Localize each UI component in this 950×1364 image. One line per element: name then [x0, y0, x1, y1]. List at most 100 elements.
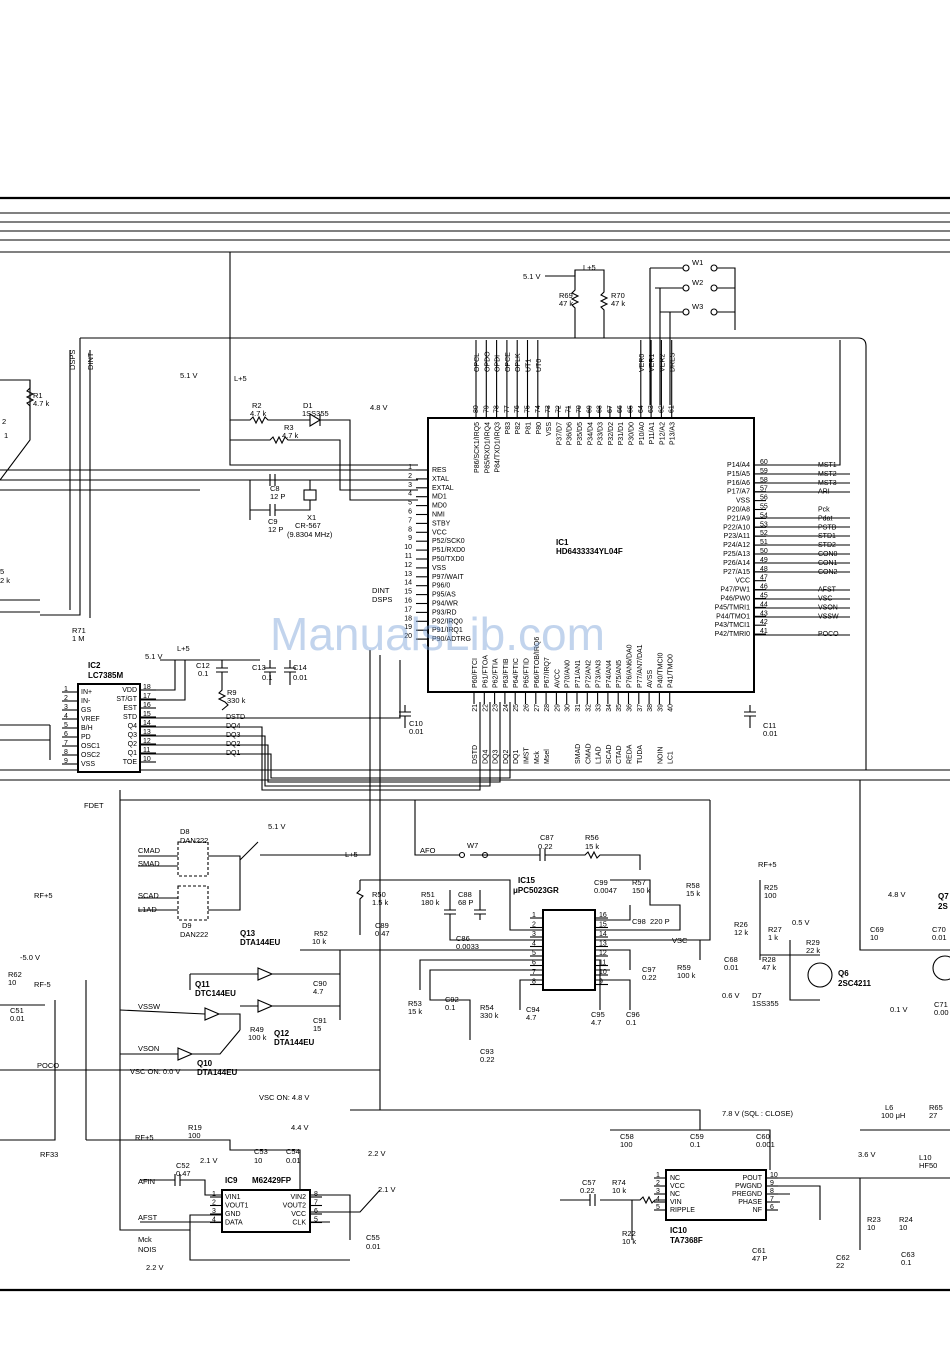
net-label: DQ2	[503, 750, 510, 765]
ic10-pin-number: 1	[656, 1172, 660, 1179]
ic15-body	[542, 909, 596, 991]
ic1-pin-number: 3	[408, 482, 412, 489]
ic9-pin-name: VIN1	[225, 1194, 241, 1201]
ic2-pin-name: OSC2	[81, 752, 100, 759]
ic2-pin-name: Q2	[128, 741, 137, 748]
net-label: LC1	[668, 751, 675, 764]
ic2-pin-name: VDD	[122, 687, 137, 694]
label: 100	[764, 891, 777, 900]
label: C87	[540, 833, 554, 842]
ic1-pin-number: 46	[760, 584, 768, 591]
ic1-pin-name: P42/TMRI0	[715, 631, 751, 638]
ic1-pin-number: 40	[668, 704, 675, 712]
label: C86	[456, 934, 470, 943]
ic2-pin-name: ST/GT	[116, 696, 137, 703]
label: W3	[692, 302, 703, 311]
net-label: Pck	[818, 507, 830, 514]
ic1-pin-name: P67/IRQ7	[544, 657, 551, 688]
label: C92	[445, 995, 459, 1004]
label: DSPS	[68, 350, 77, 370]
label: R56	[585, 833, 599, 842]
ic1-pin-number: 10	[404, 544, 412, 551]
net-label: TUDA	[637, 745, 644, 764]
label: 330 k	[480, 1011, 499, 1020]
ic2-pin-number: 5	[64, 722, 68, 729]
label: NOIS	[138, 1245, 156, 1254]
label: 0.01	[293, 673, 308, 682]
label: 12 P	[270, 492, 285, 501]
label: 2.1 V	[200, 1156, 218, 1165]
ic1-pin-name: P13/A3	[670, 422, 677, 445]
net-label: PSTB	[818, 524, 837, 531]
label: 5	[0, 567, 4, 576]
ic1-body	[427, 417, 755, 693]
ic2-pin-name: Q4	[128, 723, 137, 730]
ic1-pin-name: P95/AS	[432, 592, 456, 599]
ic9-pin-name: CLK	[292, 1220, 306, 1227]
label: DAN222	[180, 836, 208, 845]
ic1-pin-name: P25/A13	[723, 551, 750, 558]
ic15-pin-number: 4	[532, 941, 536, 948]
label: C63	[901, 1250, 915, 1259]
ic1-pin-number: 41	[760, 628, 768, 635]
ic1-pin-number: 25	[513, 704, 520, 712]
ic1-pin-number: 26	[524, 704, 531, 712]
ic1-part: HD6433334YL04F	[556, 547, 623, 556]
label: C12	[196, 661, 210, 670]
label: 0.47	[176, 1169, 191, 1178]
ic1-pin-name: P74/AN4	[606, 660, 613, 688]
label: R23	[867, 1215, 881, 1224]
net-label: AFST	[818, 587, 837, 594]
label: R50	[372, 890, 386, 899]
ic1-pin-number: 52	[760, 530, 768, 537]
ic1-pin-name: XTAL	[432, 476, 449, 483]
ic1-pin-number: 66	[617, 405, 624, 413]
label: C69	[870, 925, 884, 934]
label: C93	[480, 1047, 494, 1056]
ic1-pin-name: P36/D6	[567, 422, 574, 445]
label: C13	[252, 663, 266, 672]
ic1-pin-number: 29	[554, 704, 561, 712]
ic1-pin-name: P83	[505, 422, 512, 435]
label: CR-567	[295, 521, 321, 530]
label: RF-5	[34, 980, 51, 989]
ic2-part: LC7385M	[88, 671, 123, 680]
net-label: DSTD	[472, 745, 479, 764]
label: 2S	[938, 902, 948, 911]
ic1-pin-number: 48	[760, 566, 768, 573]
ic1-pin-name: P44/TMO1	[716, 613, 750, 620]
ic1-pin-name: VCC	[432, 529, 447, 536]
label: 0.1	[626, 1018, 636, 1027]
ic1-pin-number: 44	[760, 601, 768, 608]
label: 0.01	[763, 729, 778, 738]
ic1-pin-name: P37/D7	[556, 422, 563, 445]
label: 0.5 V	[792, 918, 810, 927]
ic1-pin-name: VSS	[546, 422, 553, 436]
label: R3	[284, 423, 294, 432]
label: 10	[8, 978, 16, 987]
ic2-pin-number: 16	[143, 702, 151, 709]
label: 1 k	[768, 933, 778, 942]
ic1-pin-number: 49	[760, 557, 768, 564]
label: DTA144EU	[240, 938, 281, 947]
label: C71	[934, 1000, 948, 1009]
ic1-pin-number: 59	[760, 468, 768, 475]
label: D7	[752, 991, 762, 1000]
ic1-pin-number: 17	[404, 606, 412, 613]
ic1-pin-name: P72/AN2	[585, 660, 592, 688]
label: C59	[690, 1132, 704, 1141]
ic2-pin-number: 3	[64, 704, 68, 711]
label: R74	[612, 1178, 626, 1187]
net-label: MST1	[818, 462, 837, 469]
label: 27	[929, 1111, 937, 1120]
net-label: CMAD	[585, 743, 592, 764]
ic1-pin-name: P82	[515, 422, 522, 435]
ic1-pin-number: 61	[669, 405, 676, 413]
ic10-pin-name: PREGND	[732, 1191, 762, 1198]
label: DTA144EU	[274, 1038, 315, 1047]
label: 100	[620, 1140, 633, 1149]
label: X1	[307, 513, 316, 522]
ic1-pin-name: P26/A14	[723, 560, 750, 567]
label: L1AD	[138, 905, 157, 914]
